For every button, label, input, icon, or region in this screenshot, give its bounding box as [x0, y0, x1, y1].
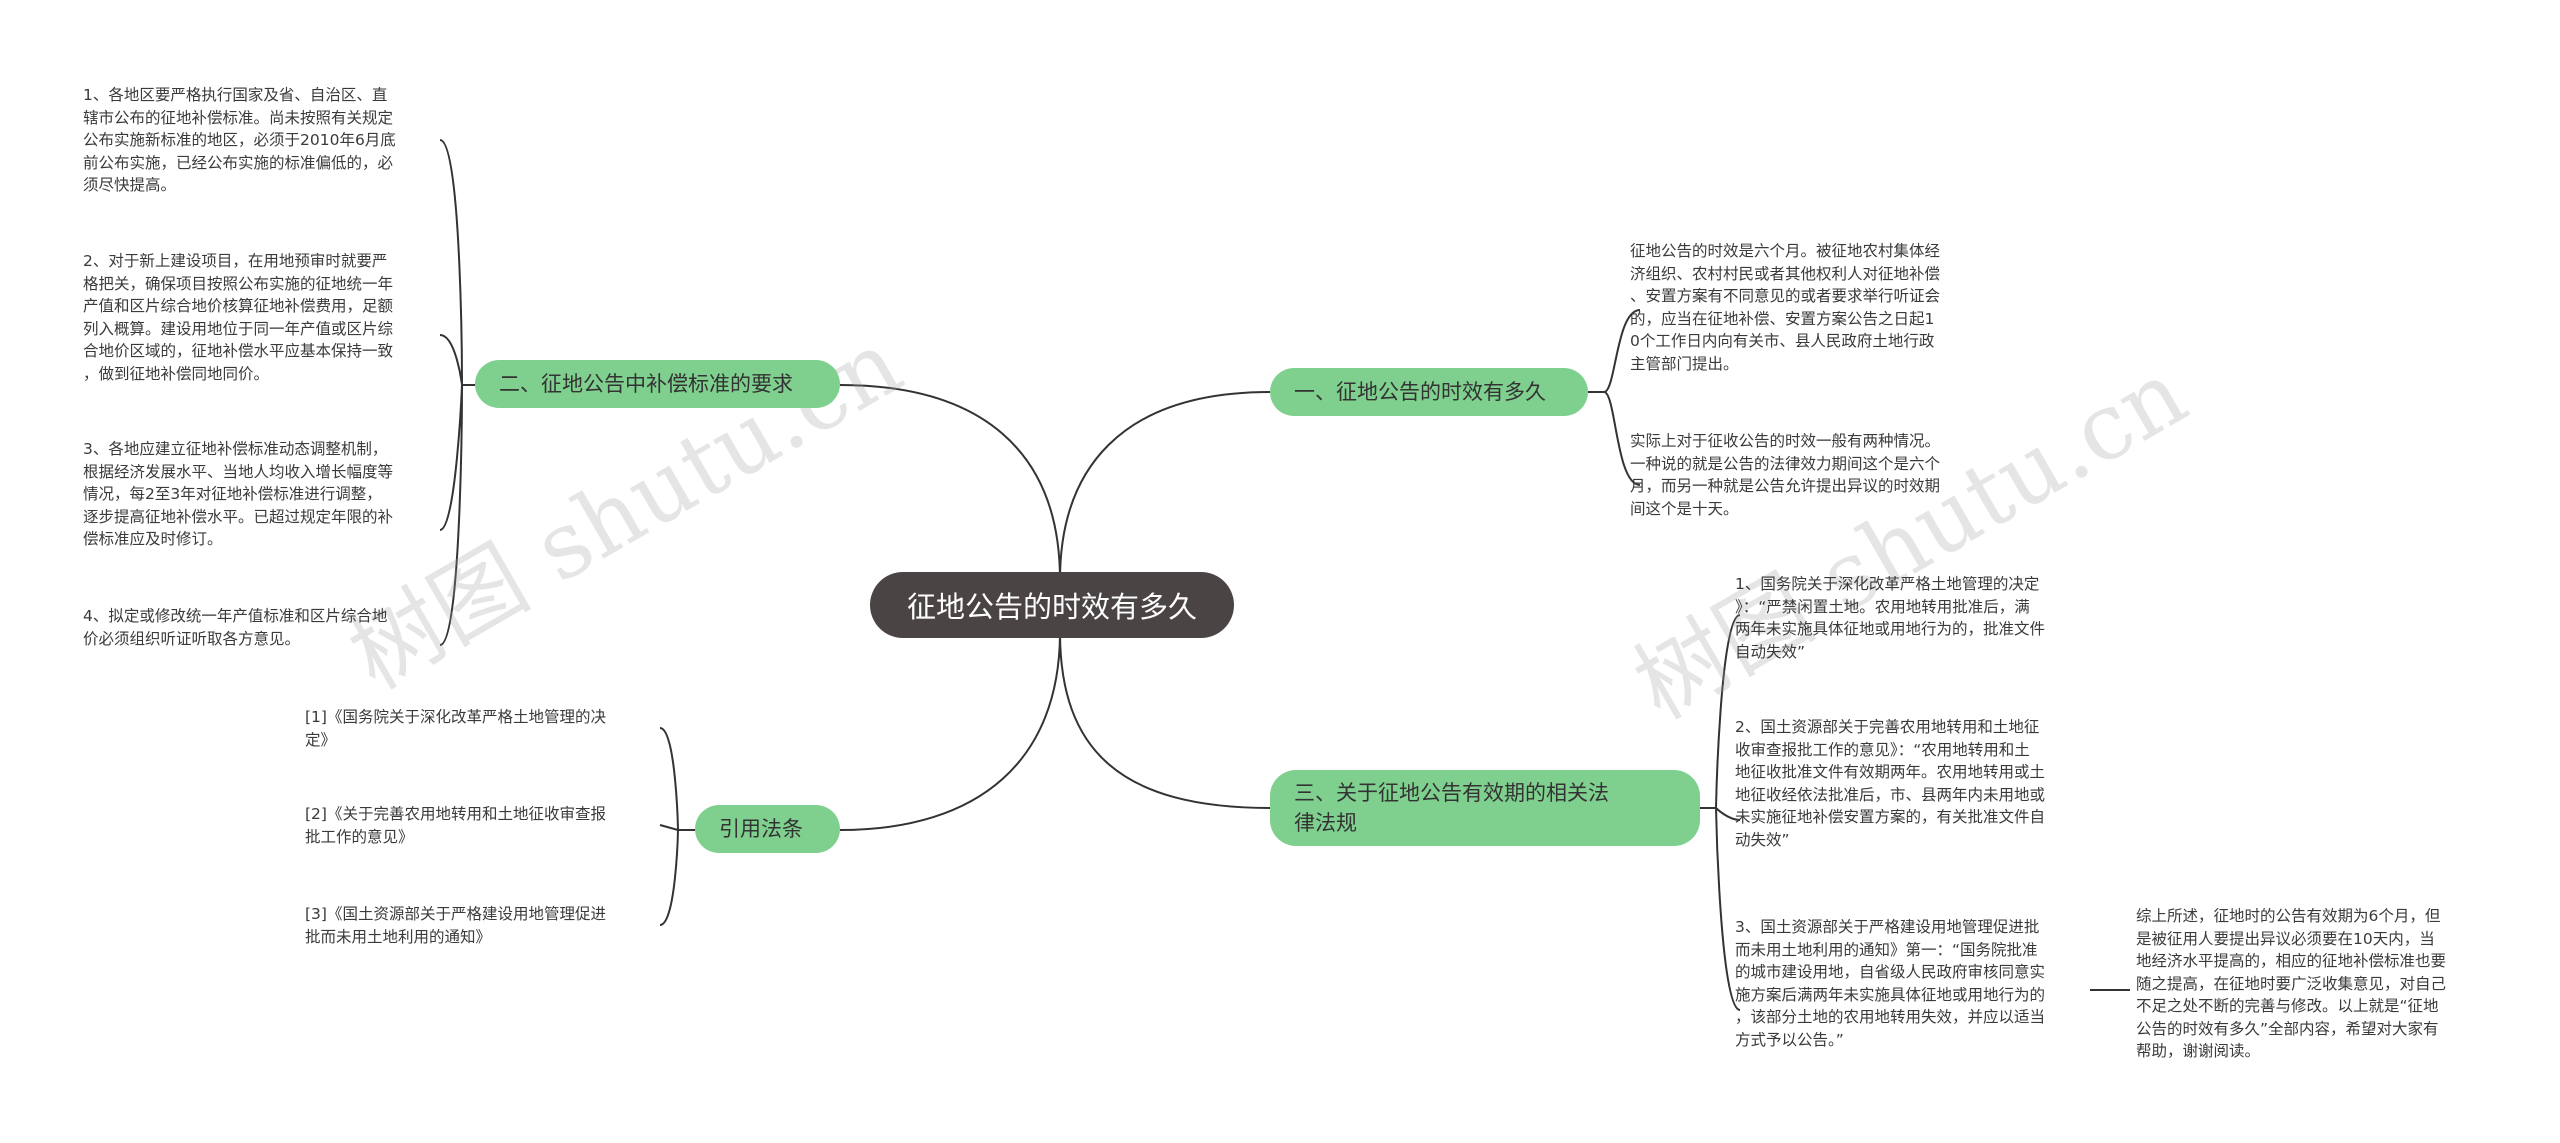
- branch-compensation-label: 二、征地公告中补偿标准的要求: [499, 372, 793, 396]
- leaf-timeliness-1: 征地公告的时效是六个月。被征地农村集体经 济组织、农村村民或者其他权利人对征地补…: [1630, 242, 1941, 373]
- bracket-branch1: [1588, 309, 1641, 486]
- leaf-laws-1: 1、国务院关于深化改革严格土地管理的决定 》：“严禁闲置土地。农用地转用批准后，…: [1735, 575, 2046, 661]
- branch-timeliness[interactable]: 一、征地公告的时效有多久: [1270, 368, 1588, 416]
- bracket-branch4: [659, 727, 695, 926]
- branch-laws-label: 三、关于征地公告有效期的相关法 律法规: [1294, 781, 1609, 835]
- leaf-conclusion: 综上所述，征地时的公告有效期为6个月，但 是被征用人要提出异议必须要在10天内，…: [2136, 907, 2447, 1060]
- bracket-branch3: [1700, 614, 1741, 1011]
- central-topic[interactable]: 征地公告的时效有多久: [870, 572, 1234, 638]
- branch-references[interactable]: 引用法条: [695, 805, 840, 853]
- leaf-compensation-1: 1、各地区要严格执行国家及省、自治区、直 辖市公布的征地补偿标准。尚未按照有关规…: [83, 86, 396, 194]
- leaf-laws-2: 2、国土资源部关于完善农用地转用和土地征 收审查报批工作的意见》：“农用地转用和…: [1735, 718, 2046, 849]
- leaf-reference-1: [1]《国务院关于深化改革严格土地管理的决 定》: [305, 708, 606, 749]
- branch-laws[interactable]: 三、关于征地公告有效期的相关法 律法规: [1270, 770, 1700, 846]
- branch-timeliness-label: 一、征地公告的时效有多久: [1294, 380, 1546, 404]
- branch-compensation[interactable]: 二、征地公告中补偿标准的要求: [475, 360, 840, 408]
- leaf-timeliness-2: 实际上对于征收公告的时效一般有两种情况。 一种说的就是公告的法律效力期间这个是六…: [1630, 432, 1941, 518]
- leaf-compensation-4: 4、拟定或修改统一年产值标准和区片综合地 价必须组织听证听取各方意见。: [83, 607, 388, 648]
- leaf-laws-3: 3、国土资源部关于严格建设用地管理促进批 而未用土地利用的通知》第一：“国务院批…: [1735, 918, 2046, 1049]
- link-center-branch3: [1059, 631, 1271, 809]
- central-topic-label: 征地公告的时效有多久: [906, 590, 1197, 624]
- leaf-compensation-3: 3、各地应建立征地补偿标准动态调整机制， 根据经济发展水平、当地人均收入增长幅度…: [83, 440, 394, 548]
- branch-references-label: 引用法条: [719, 817, 803, 841]
- link-center-branch1: [1059, 391, 1271, 581]
- link-center-branch4: [839, 631, 1061, 831]
- link-center-branch2: [839, 384, 1061, 581]
- leaf-reference-3: [3]《国土资源部关于严格建设用地管理促进 批而未用土地利用的通知》: [305, 905, 606, 946]
- leaf-reference-2: [2]《关于完善农用地转用和土地征收审查报 批工作的意见》: [305, 805, 606, 846]
- leaf-compensation-2: 2、对于新上建设项目，在用地预审时就要严 格把关，确保项目按照公布实施的征地统一…: [83, 252, 394, 383]
- bracket-branch2: [439, 139, 475, 646]
